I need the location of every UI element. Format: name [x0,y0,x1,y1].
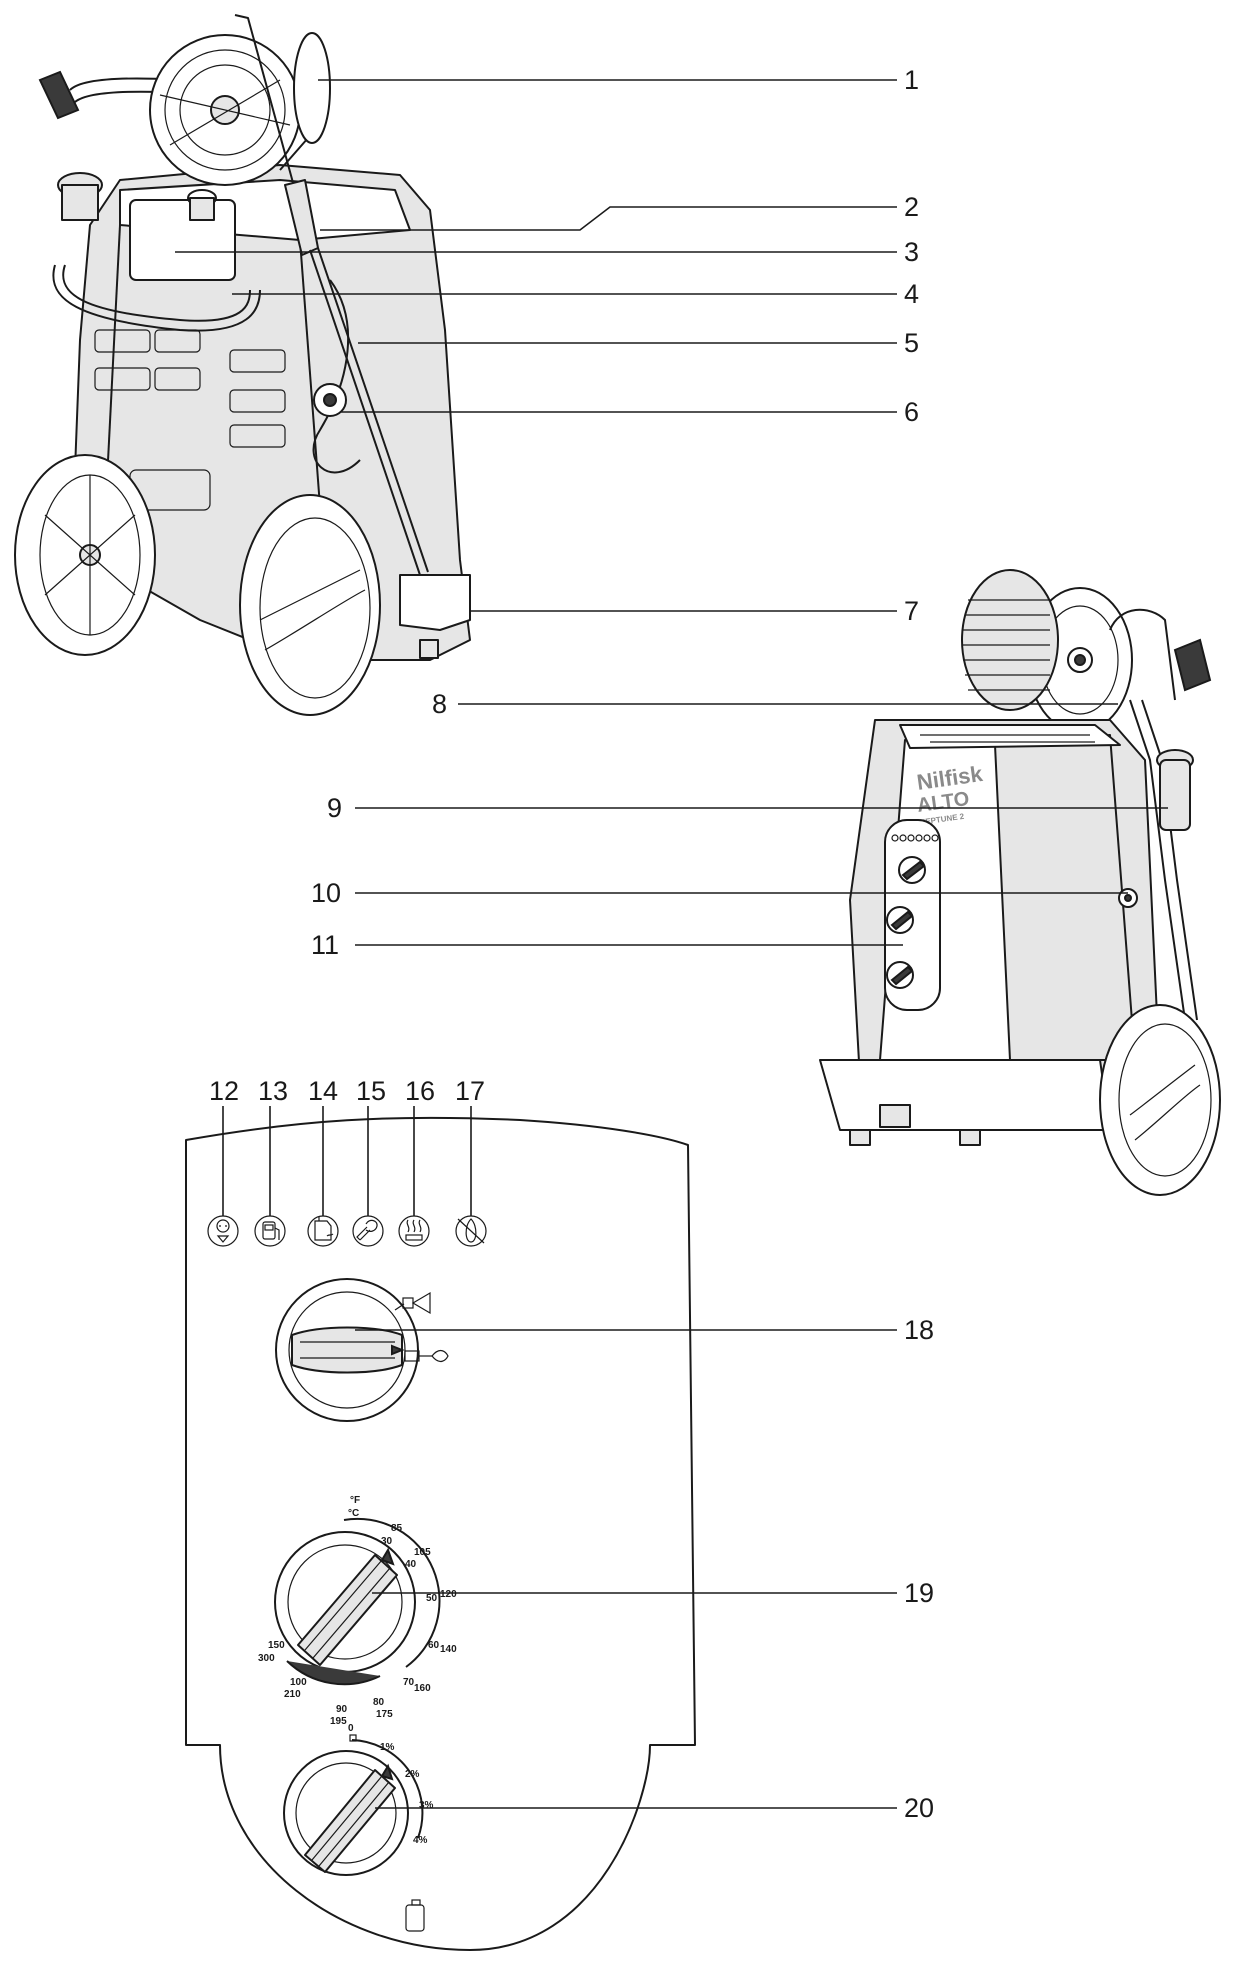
cold-water-nozzle-icon [394,1291,431,1315]
temperature-scale: °F °C 85 30 105 40 50 120 60 140 70 160 … [258,1495,457,1727]
callout-8: 8 [432,689,447,719]
scale-c-90: 90 [336,1704,348,1715]
detergent-mark-4: 4% [413,1835,428,1846]
hot-water-flame-icon [404,1349,449,1363]
detergent-scale: 0 1% 2% 3% 4% [348,1723,434,1846]
callout-4: 4 [904,279,919,309]
callout-13: 13 [258,1076,288,1106]
temperature-scale-arc [343,1517,441,1668]
callout-5: 5 [904,328,919,358]
scale-f-105: 105 [414,1547,431,1558]
callout-10: 10 [311,878,341,908]
control-panel: °F °C 85 30 105 40 50 120 60 140 70 160 … [185,1116,696,1951]
function-selector-knob[interactable] [275,1278,449,1422]
callout-6: 6 [904,397,919,427]
detergent-mark-2: 2% [405,1769,420,1780]
callout-18: 18 [904,1315,934,1345]
callout-14: 14 [308,1076,338,1106]
leader-lines [175,79,1168,1809]
scale-c-80: 80 [373,1697,385,1708]
heating-icon [398,1215,430,1247]
scale-c-100: 100 [290,1677,307,1688]
temperature-knob[interactable] [274,1517,441,1686]
scale-f-120: 120 [440,1589,457,1600]
scale-c-150: 150 [268,1640,285,1651]
scale-c-70: 70 [403,1677,415,1688]
detergent-mark-3: 3% [419,1800,434,1811]
unit-fahrenheit: °F [350,1495,360,1506]
scale-c-40: 40 [405,1559,417,1570]
callout-3: 3 [904,237,919,267]
callout-16: 16 [405,1076,435,1106]
scale-f-175: 175 [376,1709,393,1720]
scale-c-60: 60 [428,1640,440,1651]
scale-f-210: 210 [284,1689,301,1700]
scale-f-140: 140 [440,1644,457,1655]
callout-9: 9 [327,793,342,823]
control-panel-outline [185,1116,696,1951]
callout-2: 2 [904,192,919,222]
detergent-bottle-icon [405,1899,425,1932]
indicator-icon-row [207,1215,487,1247]
scale-f-85: 85 [391,1523,403,1534]
detergent-mark-1: 1% [380,1742,395,1753]
callout-19: 19 [904,1578,934,1608]
detergent-scale-arc [351,1739,424,1839]
callout-17: 17 [455,1076,485,1106]
detergent-knob[interactable] [283,1734,424,1876]
scale-f-300: 300 [258,1653,275,1664]
scale-c-50: 50 [426,1593,438,1604]
callout-11: 11 [311,930,339,960]
callout-15: 15 [356,1076,386,1106]
scale-c-30: 30 [381,1536,393,1547]
scale-f-160: 160 [414,1683,431,1694]
callout-12: 12 [209,1076,239,1106]
detergent-mark-0: 0 [348,1723,354,1734]
scale-f-195: 195 [330,1716,347,1727]
machine-front-view: Nilfisk ALTO NEPTUNE 2 [819,569,1221,1196]
callout-20: 20 [904,1793,934,1823]
callout-1: 1 [904,65,919,95]
motor-icon [207,1215,239,1247]
machine-rear-view [14,14,471,716]
unit-celsius: °C [348,1508,359,1519]
callout-7: 7 [904,596,919,626]
callout-labels: 1 2 3 4 5 6 7 8 9 10 11 12 13 14 15 16 1… [209,65,934,1823]
